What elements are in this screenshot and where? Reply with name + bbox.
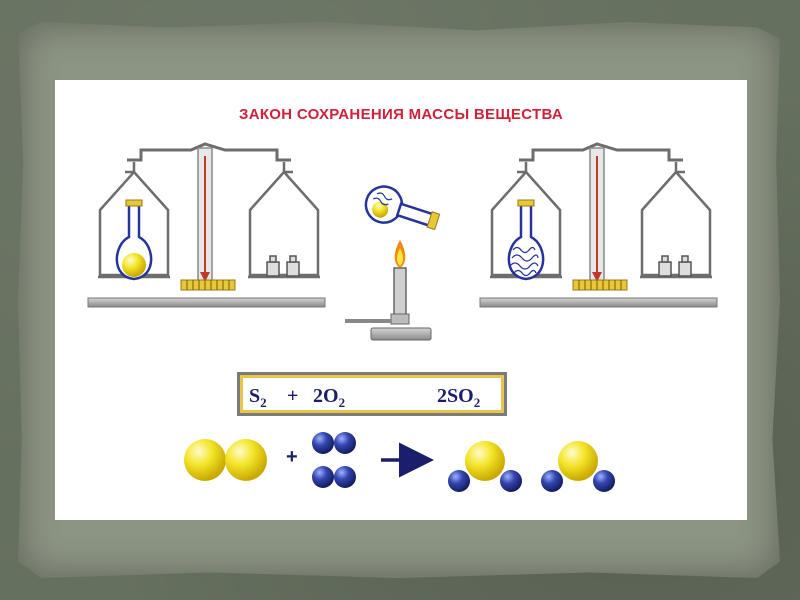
sulfur-dioxide-molecule <box>448 441 522 492</box>
slide-title: ЗАКОН СОХРАНЕНИЯ МАССЫ ВЕЩЕСТВА <box>239 106 563 123</box>
oxygen-molecules <box>312 432 356 488</box>
equation-reactant-sulfur: S2 <box>249 385 267 410</box>
flame-icon <box>394 240 406 268</box>
right-balance-scale-icon <box>479 142 718 308</box>
left-balance-scale-icon <box>87 142 326 308</box>
burner-icon <box>345 240 432 341</box>
weight-icon <box>266 255 300 277</box>
equation-box: S2 + 2O2 2SO2 <box>237 372 507 416</box>
weight-icon <box>658 255 692 277</box>
diagram-canvas <box>87 142 718 492</box>
heated-flask-icon <box>364 185 441 231</box>
flask-icon <box>507 199 545 281</box>
molecule-plus-sign: + <box>286 446 298 468</box>
sulfur-dioxide-molecule <box>541 441 615 492</box>
sulfur-molecule <box>184 439 267 481</box>
equation-reactant-oxygen: 2O2 <box>313 385 346 410</box>
equation-plus: + <box>287 385 299 407</box>
slide: ЗАКОН СОХРАНЕНИЯ МАССЫ ВЕЩЕСТВА <box>55 80 747 520</box>
flask-icon <box>115 199 153 281</box>
equation-product: 2SO2 <box>437 385 481 410</box>
